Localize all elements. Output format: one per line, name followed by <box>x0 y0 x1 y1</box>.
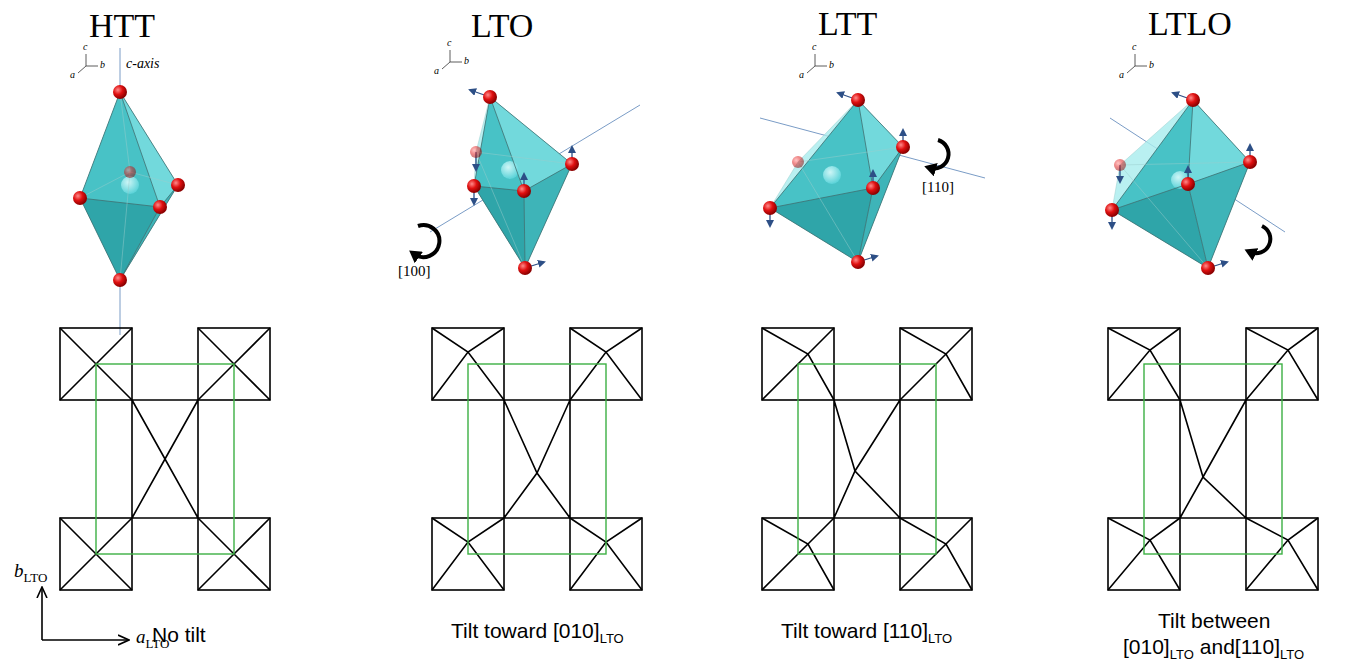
axis-triad-label: c <box>812 41 816 52</box>
lattice <box>1108 328 1318 590</box>
phase-title-group: HTT <box>89 6 155 46</box>
caption: Tilt toward [010] <box>451 618 600 643</box>
axis-label: c-axis <box>126 56 159 72</box>
axis-triad-label: a <box>434 65 439 76</box>
caption-group: [010]LTOand[110]LTO <box>1123 634 1304 661</box>
caption: LTO <box>1280 642 1304 661</box>
axis-triad-label: b <box>1149 59 1154 70</box>
axis-label-group: bLTO <box>14 560 47 584</box>
axis-triad-label-group: a <box>1119 69 1124 80</box>
axis-triad-label-group: c <box>812 41 816 52</box>
caption-group: Tilt between <box>1158 608 1270 633</box>
axis-triad-label: b <box>100 59 105 70</box>
rotation-axis-label: [110] <box>922 178 954 196</box>
caption: [010] <box>1123 634 1170 659</box>
caption: LTO <box>1170 642 1194 661</box>
axis-triad-label: c <box>1132 41 1136 52</box>
caption: LTO <box>928 626 952 651</box>
rotation-axis-label-group: [100] <box>398 262 431 280</box>
axis-triad-label: a <box>70 69 75 80</box>
phase-title: LTT <box>818 4 877 44</box>
caption-group: No tilt <box>152 622 206 647</box>
octahedron <box>414 90 579 275</box>
axis-triad-label-group: b <box>1149 59 1154 70</box>
phase-title-group: LTLO <box>1148 4 1232 44</box>
phase-title: LTO <box>471 6 533 46</box>
caption: No tilt <box>152 622 206 647</box>
axis-triad-label: a <box>1119 69 1124 80</box>
phase-title: HTT <box>89 6 155 46</box>
axis-triad-label-group: a <box>799 69 804 80</box>
axis-triad-label-group: c <box>447 37 451 48</box>
phase-title-group: LTT <box>818 4 877 44</box>
axis-triad-label-group: c <box>1132 41 1136 52</box>
axis-triad-label: b <box>829 59 834 70</box>
axis-triad-label: c <box>83 41 87 52</box>
axis-triad-label-group: a <box>70 69 75 80</box>
axis-triad-label: b <box>464 55 469 66</box>
axis-triad-label-group: b <box>100 59 105 70</box>
axis-triad-label: c <box>447 37 451 48</box>
caption: LTO <box>600 626 624 651</box>
axis-triad-label-group: b <box>829 59 834 70</box>
rotation-axis-label: [100] <box>398 262 431 280</box>
axis-label-group: c-axis <box>126 56 159 72</box>
axis-triad-label-group: a <box>434 65 439 76</box>
caption: Tilt toward [110] <box>781 618 928 643</box>
caption-group: Tilt toward [110]LTO <box>781 618 952 646</box>
lattice <box>432 328 642 590</box>
caption: and[110] <box>1200 634 1280 659</box>
octahedron <box>73 85 185 287</box>
caption-group: Tilt toward [010]LTO <box>451 618 624 646</box>
octahedron <box>763 93 949 269</box>
caption: Tilt between <box>1158 608 1270 633</box>
octahedron <box>1105 93 1270 275</box>
phase-title-group: LTO <box>471 6 533 46</box>
lattice <box>60 328 270 590</box>
axis-label: a <box>136 626 146 648</box>
axis-triad-label-group: b <box>464 55 469 66</box>
axis-triad-label: a <box>799 69 804 80</box>
axis-label: LTO <box>24 567 48 589</box>
axes <box>42 588 128 640</box>
rotation-axis-label-group: [110] <box>922 178 954 196</box>
lattice <box>762 328 972 590</box>
axis-label: b <box>14 560 24 582</box>
phase-title: LTLO <box>1148 4 1232 44</box>
axis-triad-label-group: c <box>83 41 87 52</box>
